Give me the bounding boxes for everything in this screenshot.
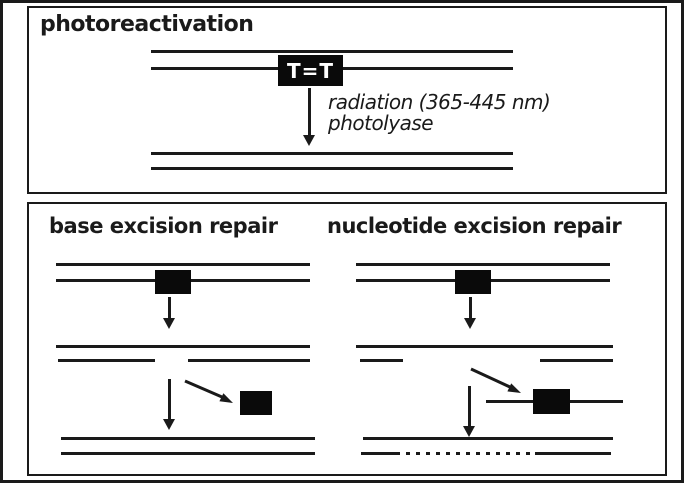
diagonal-arrow-icon [184, 379, 233, 403]
down-arrow-icon [464, 297, 477, 329]
dna-strand-line [56, 345, 310, 348]
arrow-stem [168, 297, 171, 321]
dna-strand-line [363, 437, 613, 440]
down-arrow-icon [463, 386, 476, 437]
dna-strand-line [361, 452, 400, 455]
arrow-head [463, 426, 475, 437]
dna-strand-gap-segment [360, 359, 403, 362]
dna-strand-line [151, 167, 513, 170]
arrow-stem [308, 88, 311, 138]
excision-repair-panel [27, 202, 667, 476]
arrow-head [163, 318, 175, 329]
base-excision-repair-title: base excision repair [49, 214, 278, 238]
dna-strand-gap-segment [188, 359, 310, 362]
arrow-head [303, 135, 315, 146]
arrow-head [464, 318, 476, 329]
down-arrow-icon [163, 297, 176, 329]
lesion-square [455, 270, 491, 294]
repair-patch-dotted-line [406, 452, 531, 455]
arrow-stem [468, 386, 471, 429]
dna-strand-gap-segment [58, 359, 155, 362]
arrow-head [163, 419, 175, 430]
arrow-stem [469, 297, 472, 321]
dna-strand-line [356, 345, 613, 348]
dna-strand-line [151, 152, 513, 155]
dna-strand-line [535, 452, 611, 455]
photolyase-label: photolyase [328, 111, 434, 135]
dna-strand-line [61, 437, 315, 440]
dna-strand-line [356, 263, 610, 266]
dna-strand-line [61, 452, 315, 455]
diagonal-arrow-icon [470, 367, 521, 393]
down-arrow-icon [303, 88, 316, 146]
nucleotide-excision-repair-title: nucleotide excision repair [327, 214, 622, 238]
thymine-dimer-box: T=T [278, 55, 343, 86]
down-arrow-icon [163, 379, 176, 430]
dna-strand-gap-segment [540, 359, 613, 362]
dna-strand-line [56, 263, 310, 266]
excised-base-square [240, 391, 272, 415]
photoreactivation-panel [27, 6, 667, 194]
lesion-square [155, 270, 191, 294]
arrow-stem [168, 379, 171, 422]
excised-lesion-square [533, 389, 570, 414]
photoreactivation-title: photoreactivation [40, 12, 254, 37]
thymine-dimer-label: T=T [286, 58, 335, 83]
radiation-label: radiation (365-445 nm) [328, 90, 551, 114]
dna-strand-line [151, 50, 513, 53]
